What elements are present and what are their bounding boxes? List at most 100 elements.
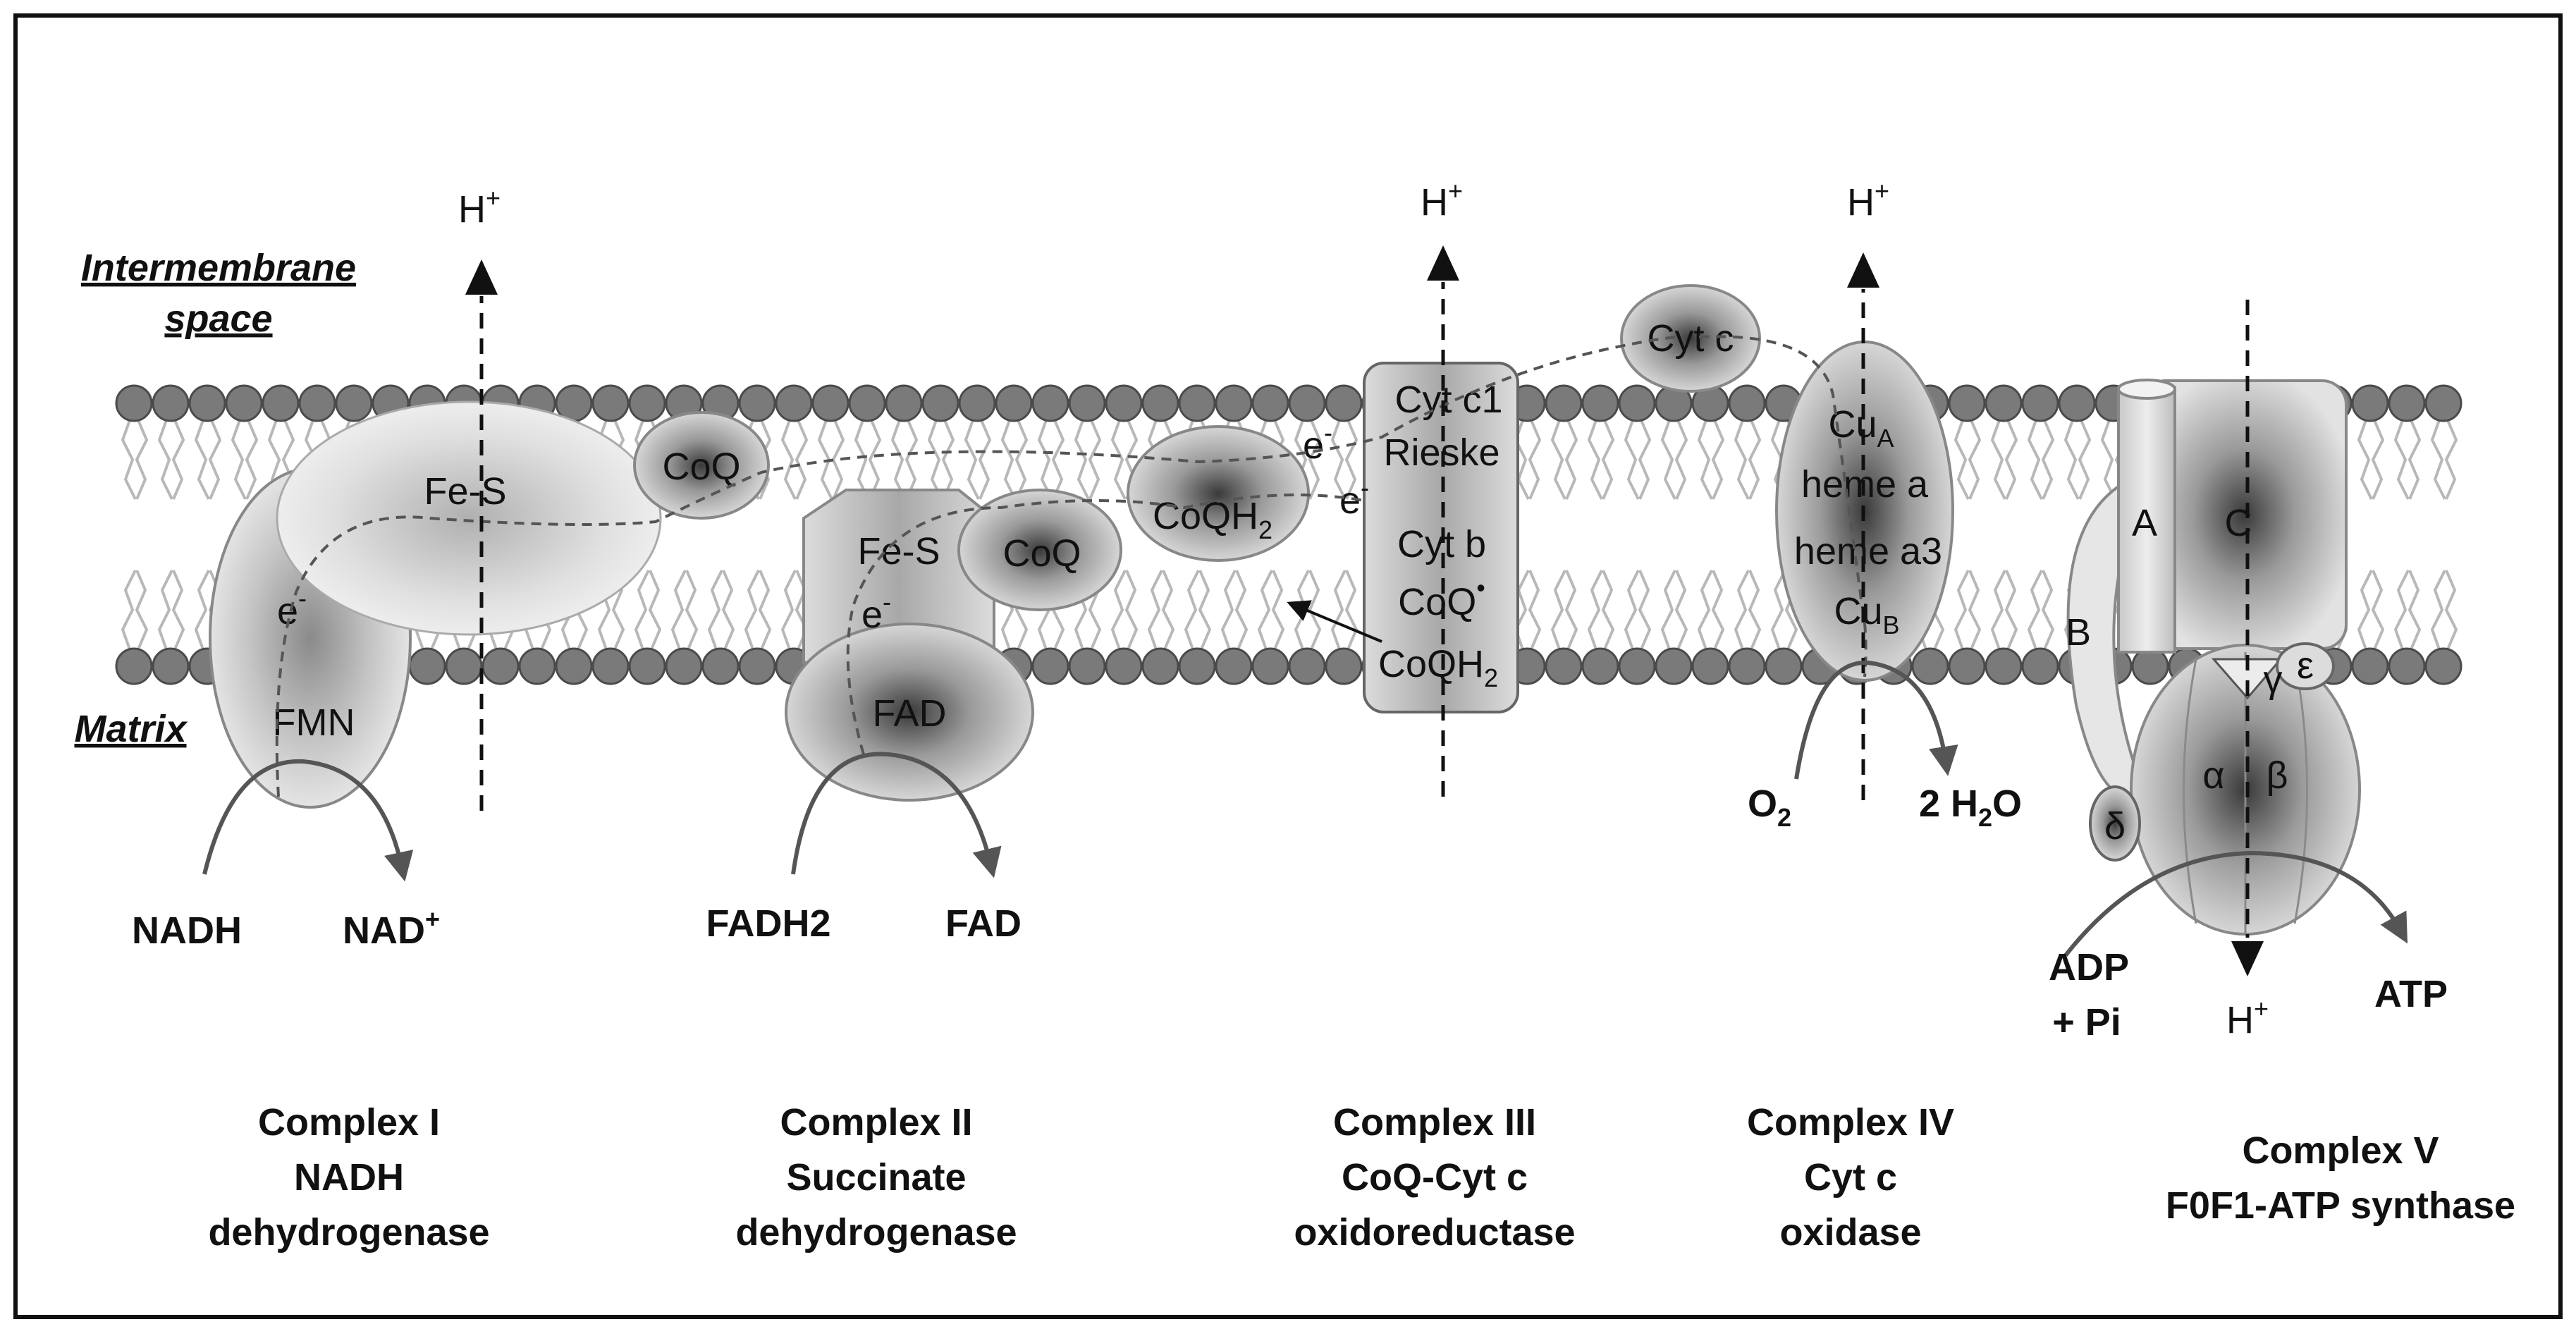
- complex-v-proton-arrowhead: [2231, 941, 2264, 976]
- lipid-tail-lower: [707, 570, 735, 650]
- complex-ii-coq-label: CoQ: [1002, 532, 1081, 575]
- lipid-tail-upper: [1624, 419, 1652, 500]
- lipid-head: [1985, 647, 2023, 685]
- lipid-tail-upper: [1074, 419, 1102, 500]
- lipid-head: [408, 647, 446, 685]
- space-label: space: [164, 298, 272, 340]
- atp-label: ATP: [2374, 973, 2448, 1015]
- cytc-label: Cyt c: [1647, 317, 1734, 360]
- lipid-head: [1141, 384, 1179, 422]
- lipid-head: [2021, 647, 2059, 685]
- lipid-tail-upper: [1734, 419, 1762, 500]
- lipid-head: [1948, 384, 1986, 422]
- lipid-tail-upper: [1990, 419, 2018, 500]
- lipid-head: [591, 647, 630, 685]
- complex-i-proton-label: H+: [458, 183, 501, 231]
- complex-iv-name-line1: Cyt c: [1804, 1156, 1897, 1199]
- electron-path-cytc-to-complex-iv: [1698, 335, 1867, 678]
- complex-i-name-line1: NADH: [294, 1156, 404, 1199]
- complex-v-delta-subunit: [2089, 785, 2141, 862]
- lipid-tail-upper: [1000, 419, 1029, 500]
- complex-iv-name-line2: oxidase: [1779, 1211, 1921, 1254]
- lipid-head: [1068, 384, 1106, 422]
- complex-v-atp-arc: [2063, 850, 2408, 957]
- lipid-tail-lower: [1734, 570, 1762, 650]
- complex-ii-name-line2: dehydrogenase: [735, 1211, 1017, 1254]
- complex-iii: Cyt c1 Rieske Cyt b CoQ• CoQH2 e- e-: [1303, 362, 1519, 713]
- lipid-tail-lower: [1220, 570, 1249, 650]
- complex-v-title: Complex V: [2242, 1129, 2439, 1172]
- inner-membrane-bilayer: [115, 384, 2462, 685]
- lipid-head: [628, 384, 666, 422]
- lipid-head: [152, 647, 190, 685]
- lipid-tail-upper: [231, 419, 259, 500]
- lipid-tail-lower: [744, 570, 772, 650]
- complex-i-fes-subunit: [276, 400, 662, 636]
- complex-ii-title: Complex II: [780, 1101, 972, 1144]
- lipid-head: [1545, 384, 1583, 422]
- lipid-head: [115, 384, 153, 422]
- o2-label: O2: [1748, 783, 1791, 832]
- lipid-tail-upper: [854, 419, 882, 500]
- lipid-head: [665, 647, 703, 685]
- lipid-head: [1728, 647, 1766, 685]
- lipid-tail-lower: [1954, 570, 1982, 650]
- complex-v-a-label: A: [2132, 502, 2157, 544]
- complex-iii-body: [1363, 362, 1519, 713]
- lipid-head: [555, 647, 593, 685]
- complex-i-title: Complex I: [258, 1101, 440, 1144]
- lipid-tail-lower: [1587, 570, 1615, 650]
- complex-iii-proton-arrowhead: [1427, 245, 1459, 281]
- lipid-tail-lower: [121, 570, 149, 650]
- lipid-head: [1178, 384, 1216, 422]
- coq-ellipse: [633, 411, 770, 520]
- lipid-tail-upper: [194, 419, 222, 500]
- lipid-tail-upper: [1587, 419, 1615, 500]
- lipid-tail-lower: [1147, 570, 1175, 650]
- lipid-tail-lower: [1550, 570, 1578, 650]
- lipid-tail-upper: [927, 419, 955, 500]
- lipid-head: [591, 384, 630, 422]
- lipid-head: [262, 384, 300, 422]
- complex-v-f1-lobes: [2183, 652, 2308, 934]
- complex-iii-cytc1: Cyt c1: [1394, 379, 1502, 421]
- lipid-head: [2424, 384, 2462, 422]
- lipid-head: [738, 384, 776, 422]
- complex-iii-name-line2: oxidoreductase: [1294, 1211, 1575, 1254]
- lipid-tail-upper: [1697, 419, 1725, 500]
- lipid-head: [995, 384, 1033, 422]
- coqh2-label: CoQH2: [1153, 495, 1272, 544]
- lipid-head: [518, 647, 556, 685]
- fad-product-label: FAD: [945, 902, 1022, 945]
- lipid-tail-upper: [2063, 419, 2092, 500]
- coqh2-release-arrow: [1287, 600, 1382, 643]
- lipid-tail-upper: [2393, 419, 2422, 500]
- lipid-head: [445, 647, 483, 685]
- lipid-head: [1581, 647, 1619, 685]
- complex-v-epsilon-subunit: [2276, 642, 2335, 690]
- lipid-head: [1288, 647, 1326, 685]
- lipid-head: [1765, 647, 1803, 685]
- lipid-tail-lower: [670, 570, 699, 650]
- complex-i: Fe-S FMN e-: [209, 400, 662, 809]
- lipid-head: [1581, 384, 1619, 422]
- lipid-head: [885, 384, 923, 422]
- lipid-head: [1178, 647, 1216, 685]
- lipid-head: [1911, 647, 1949, 685]
- lipid-head: [2388, 384, 2426, 422]
- complex-i-fmn-label: FMN: [273, 701, 355, 744]
- lipid-tail-lower: [157, 570, 185, 650]
- complex-v-b-label: B: [2066, 611, 2091, 654]
- lipid-head: [2131, 647, 2169, 685]
- complex-ii-fad-label: FAD: [872, 692, 946, 735]
- lipid-tail-upper: [2027, 419, 2055, 500]
- lipid-head: [1215, 647, 1253, 685]
- nadh-label: NADH: [132, 909, 242, 952]
- lipid-tail-upper: [121, 419, 149, 500]
- lipid-head: [1105, 384, 1143, 422]
- complex-iii-name-line1: CoQ-Cyt c: [1342, 1156, 1528, 1199]
- lipid-tail-upper: [1550, 419, 1578, 500]
- lipid-head: [1691, 647, 1729, 685]
- lipid-head: [1948, 647, 1986, 685]
